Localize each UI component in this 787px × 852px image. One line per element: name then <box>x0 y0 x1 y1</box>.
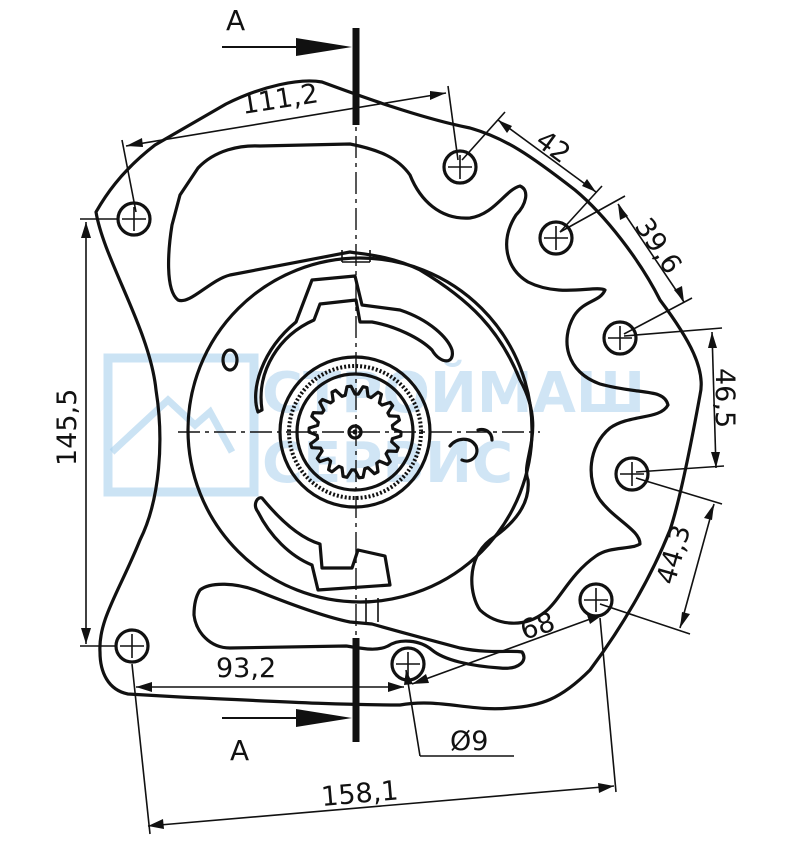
hole-4 <box>602 320 638 356</box>
dim-111-2-label: 111,2 <box>239 78 320 121</box>
dim-hole-label: Ø9 <box>450 726 488 757</box>
dim-68 <box>411 613 605 685</box>
hole-1 <box>116 201 152 237</box>
inner-pocket-contour <box>167 142 670 625</box>
spline-teeth <box>307 384 403 480</box>
dim-39-6 <box>559 195 693 335</box>
plate-outline <box>94 79 703 711</box>
section-line-bottom <box>222 638 360 742</box>
dim-93-2-label: 93,2 <box>216 653 276 684</box>
center-dot <box>352 429 358 435</box>
dim-44-3-label: 44,3 <box>651 522 697 588</box>
watermark-line1: СТРОЙМАШ <box>262 360 645 426</box>
dim-42 <box>461 111 603 233</box>
dim-158-1-label: 158,1 <box>320 775 400 813</box>
dim-hole-diameter <box>404 669 514 757</box>
section-label-top: A <box>226 4 245 37</box>
central-disc <box>186 256 534 604</box>
hole-5 <box>614 456 650 492</box>
dim-145-5 <box>80 218 118 647</box>
kidney-slot <box>254 274 454 414</box>
hole-8 <box>114 628 150 664</box>
dim-39-6-label: 39,6 <box>628 213 687 280</box>
disc-bottom-notch <box>365 598 379 622</box>
hole-3 <box>538 220 574 256</box>
dim-68-label: 68 <box>517 607 559 647</box>
dim-44-3 <box>599 477 723 635</box>
watermark-frame <box>103 353 259 497</box>
watermark-crane-icon <box>109 395 236 455</box>
lower-pocket-contour <box>192 582 526 670</box>
section-line-top <box>222 28 360 125</box>
disc-small-oval <box>221 348 239 372</box>
disc-hook <box>448 427 494 463</box>
section-label-bottom: A <box>230 734 249 767</box>
dim-93-2 <box>136 682 404 692</box>
dim-145-5-label: 145,5 <box>52 389 83 466</box>
mounting-holes <box>114 149 650 682</box>
hole-2 <box>442 149 478 185</box>
kidney-slot-lower <box>253 496 392 592</box>
hole-6 <box>578 582 614 618</box>
dim-111-2 <box>121 85 459 213</box>
dim-158-1 <box>131 617 617 835</box>
dim-46-5 <box>623 327 725 473</box>
dim-46-5-label: 46,5 <box>709 368 740 428</box>
